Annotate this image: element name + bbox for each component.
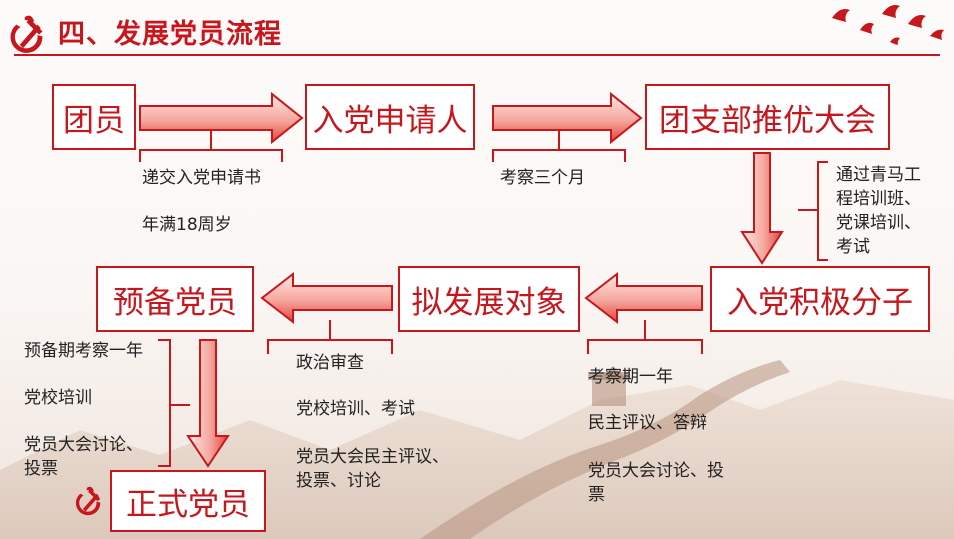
- note-probation-4: 投票: [24, 459, 58, 479]
- note-activist-2: 民主评议、答辩: [588, 413, 707, 433]
- dove-icon: [832, 5, 944, 45]
- note-target-2: 党校培训、考试: [296, 399, 415, 419]
- party-emblem-icon: [75, 486, 101, 516]
- box-tuanyuan: 团员: [52, 84, 136, 150]
- note-activist-1: 考察期一年: [588, 367, 673, 387]
- note-target-4: 投票、讨论: [296, 471, 381, 491]
- note-target-3: 党员大会民主评议、: [296, 447, 449, 467]
- note-training-1: 通过青马工: [836, 165, 921, 185]
- note-target-1: 政治审查: [296, 353, 364, 373]
- note-probation-2: 党校培训: [24, 388, 92, 408]
- note-activist-3: 党员大会讨论、投: [588, 461, 724, 481]
- note-observe3: 考察三个月: [500, 168, 585, 188]
- party-emblem-icon: [10, 15, 43, 53]
- note-training-2: 程培训班、: [836, 189, 921, 209]
- note-training-4: 考试: [836, 237, 870, 257]
- box-applicant: 入党申请人: [305, 84, 475, 150]
- header-divider: [14, 54, 940, 56]
- box-branch-meeting: 团支部推优大会: [645, 84, 890, 150]
- box-target: 拟发展对象: [398, 266, 580, 332]
- note-training-3: 党课培训、: [836, 213, 921, 233]
- note-probation-3: 党员大会讨论、: [24, 435, 143, 455]
- box-probationary: 预备党员: [96, 266, 254, 332]
- note-probation-1: 预备期考察一年: [24, 341, 143, 361]
- box-formal: 正式党员: [110, 470, 266, 532]
- box-activist: 入党积极分子: [710, 266, 930, 332]
- note-submit: 递交入党申请书: [142, 168, 261, 188]
- note-age: 年满18周岁: [142, 215, 232, 235]
- note-activist-4: 票: [588, 485, 605, 505]
- page-title: 四、发展党员流程: [58, 19, 282, 50]
